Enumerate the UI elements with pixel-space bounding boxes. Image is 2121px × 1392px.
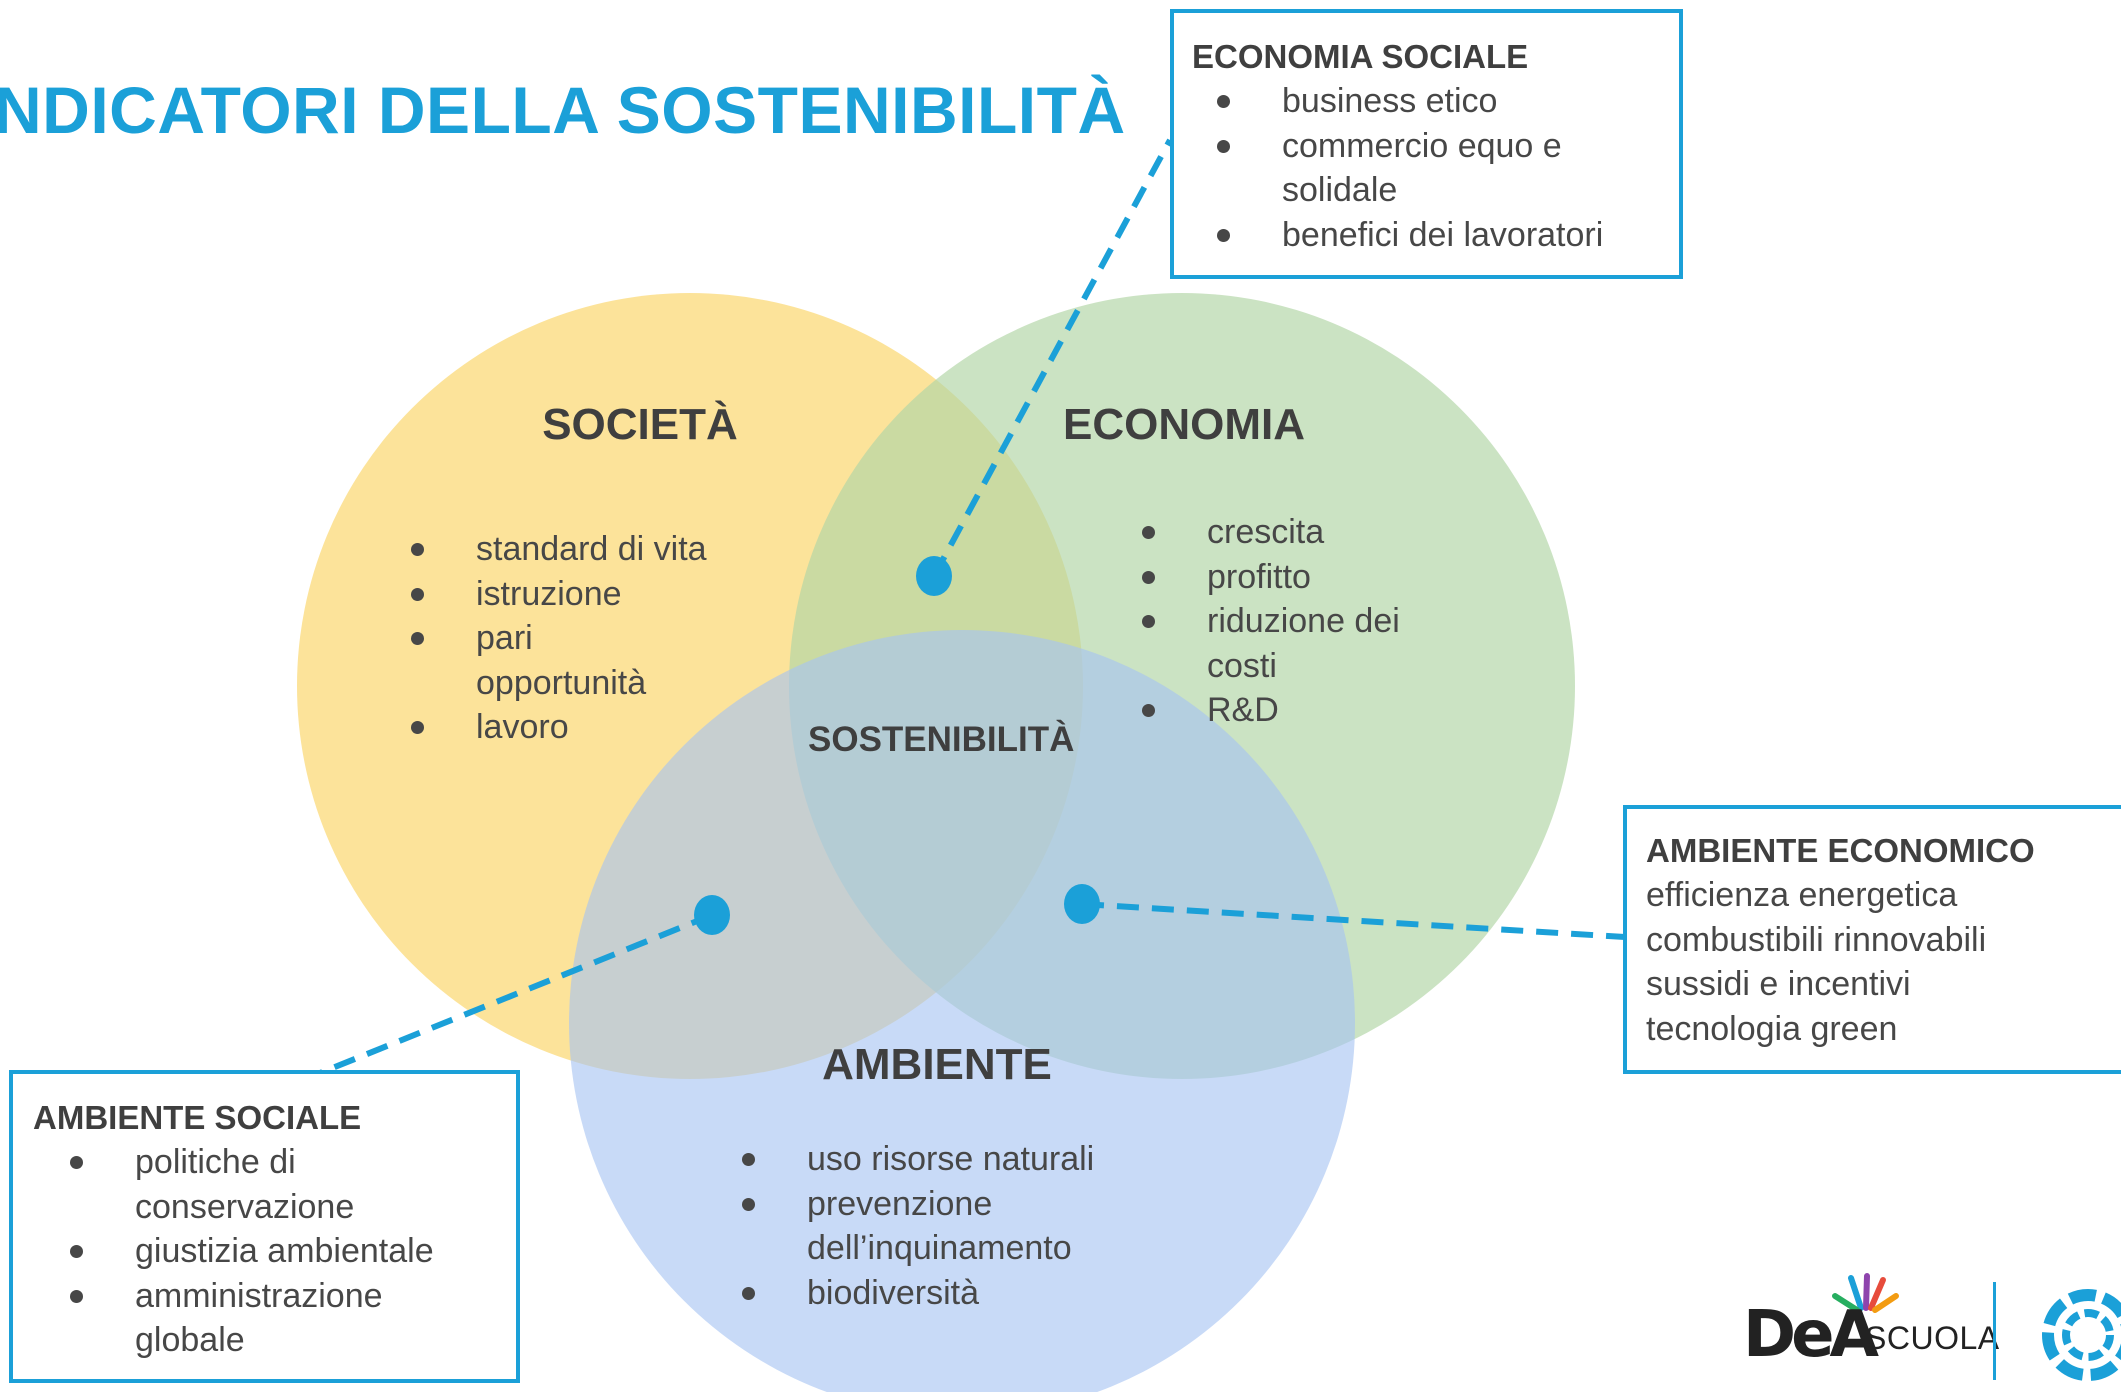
list-item: profitto <box>1140 555 1440 600</box>
list-item: prevenzione dell’inquinamento <box>740 1182 1140 1271</box>
callout-ambiente-sociale: AMBIENTE SOCIALE politiche di conservazi… <box>9 1070 520 1383</box>
callout-line: efficienza energetica <box>1646 876 1958 914</box>
list-item: riduzione dei costi <box>1140 599 1440 688</box>
callout-line: sussidi e incentivi <box>1646 965 1911 1003</box>
callout-list: business etico commercio equo e solidale… <box>1215 79 1615 257</box>
ambiente-title: AMBIENTE <box>822 1040 1052 1089</box>
list-item: business etico <box>1215 79 1615 124</box>
list-item: R&D <box>1140 688 1440 733</box>
list-item: pari opportunità <box>409 616 709 705</box>
list-item: benefici dei lavoratori <box>1215 213 1615 258</box>
callout-title: AMBIENTE ECONOMICO <box>1646 832 2035 869</box>
list-item: giustizia ambientale <box>68 1229 458 1274</box>
list-item: crescita <box>1140 510 1440 555</box>
societa-list: standard di vita istruzione pari opportu… <box>409 527 709 750</box>
callout-ambiente-economico: AMBIENTE ECONOMICO efficienza energetica… <box>1623 805 2121 1074</box>
list-item: commercio equo e solidale <box>1215 124 1615 213</box>
list-item: istruzione <box>409 572 709 617</box>
page-title: NDICATORI DELLA SOSTENIBILITÀ <box>0 73 1126 147</box>
dea-wordmark: DeA <box>1743 1298 1879 1372</box>
list-item: lavoro <box>409 705 709 750</box>
list-item: biodiversità <box>740 1271 1140 1316</box>
callout-title: AMBIENTE SOCIALE <box>33 1099 362 1136</box>
marker-ambiente-economico <box>1064 884 1100 924</box>
economia-list: crescita profitto riduzione dei costi R&… <box>1140 510 1440 733</box>
callout-economia-sociale: ECONOMIA SOCIALE business etico commerci… <box>1170 9 1683 279</box>
scuola-wordmark: SCUOLA <box>1865 1320 2000 1356</box>
globe-logo <box>2042 1289 2121 1381</box>
callout-title: ECONOMIA SOCIALE <box>1192 38 1529 75</box>
connector-ambiente-sociale <box>313 912 714 1078</box>
connector-ambiente-economico <box>1081 901 1626 940</box>
logo-divider <box>1993 1282 1996 1380</box>
callout-line: combustibili rinnovabili <box>1646 920 1987 959</box>
connector-economia-sociale <box>931 138 1173 578</box>
list-item: uso risorse naturali <box>740 1137 1140 1182</box>
callout-list: politiche di conservazione giustizia amb… <box>68 1140 458 1363</box>
marker-ambiente-sociale <box>694 895 730 935</box>
list-item: politiche di conservazione <box>68 1140 458 1229</box>
marker-economia-sociale <box>916 556 952 596</box>
list-item: amministrazione globale <box>68 1274 458 1363</box>
color-rays-icon <box>1832 1273 1899 1313</box>
societa-title: SOCIETÀ <box>542 400 738 449</box>
ambiente-list: uso risorse naturali prevenzione dell’in… <box>740 1137 1140 1315</box>
ambiente-circle <box>569 630 1355 1392</box>
center-label: SOSTENIBILITÀ <box>808 720 1075 759</box>
dea-scuola-logo: DeA SCUOLA <box>1743 1270 1999 1380</box>
economia-title: ECONOMIA <box>1063 400 1305 449</box>
callout-line: tecnologia green <box>1646 1009 1898 1048</box>
list-item: standard di vita <box>409 527 709 572</box>
